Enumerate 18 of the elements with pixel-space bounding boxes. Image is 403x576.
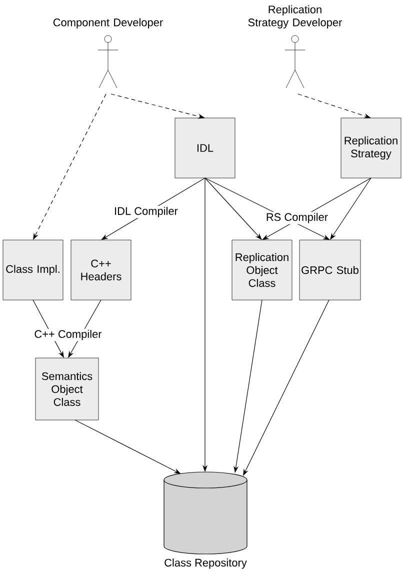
process-box: GRPC Stub [299, 240, 361, 300]
process-box: Semantics Object Class [35, 358, 99, 420]
edge-label: IDL Compiler [113, 206, 179, 218]
arrow [330, 178, 372, 240]
node-label: Class Repository [164, 558, 247, 569]
node-label: Replication Strategy Developer [248, 5, 342, 28]
process-box: C++ Headers [70, 240, 132, 300]
edge-label: C++ Compiler [33, 328, 103, 342]
process-box: Class Impl. [2, 240, 64, 300]
process-box: Replication Object Class [232, 240, 292, 300]
edge-label: RS Compiler [264, 212, 330, 224]
process-box: IDL [174, 118, 236, 178]
process-box: Replication Strategy [340, 118, 402, 178]
database-cylinder: Class Repository [164, 472, 248, 569]
actor-figure: Replication Strategy Developer [248, 5, 342, 88]
actor-figure: Component Developer [53, 18, 163, 88]
arrow [204, 178, 262, 240]
node-label: Component Developer [53, 18, 163, 28]
